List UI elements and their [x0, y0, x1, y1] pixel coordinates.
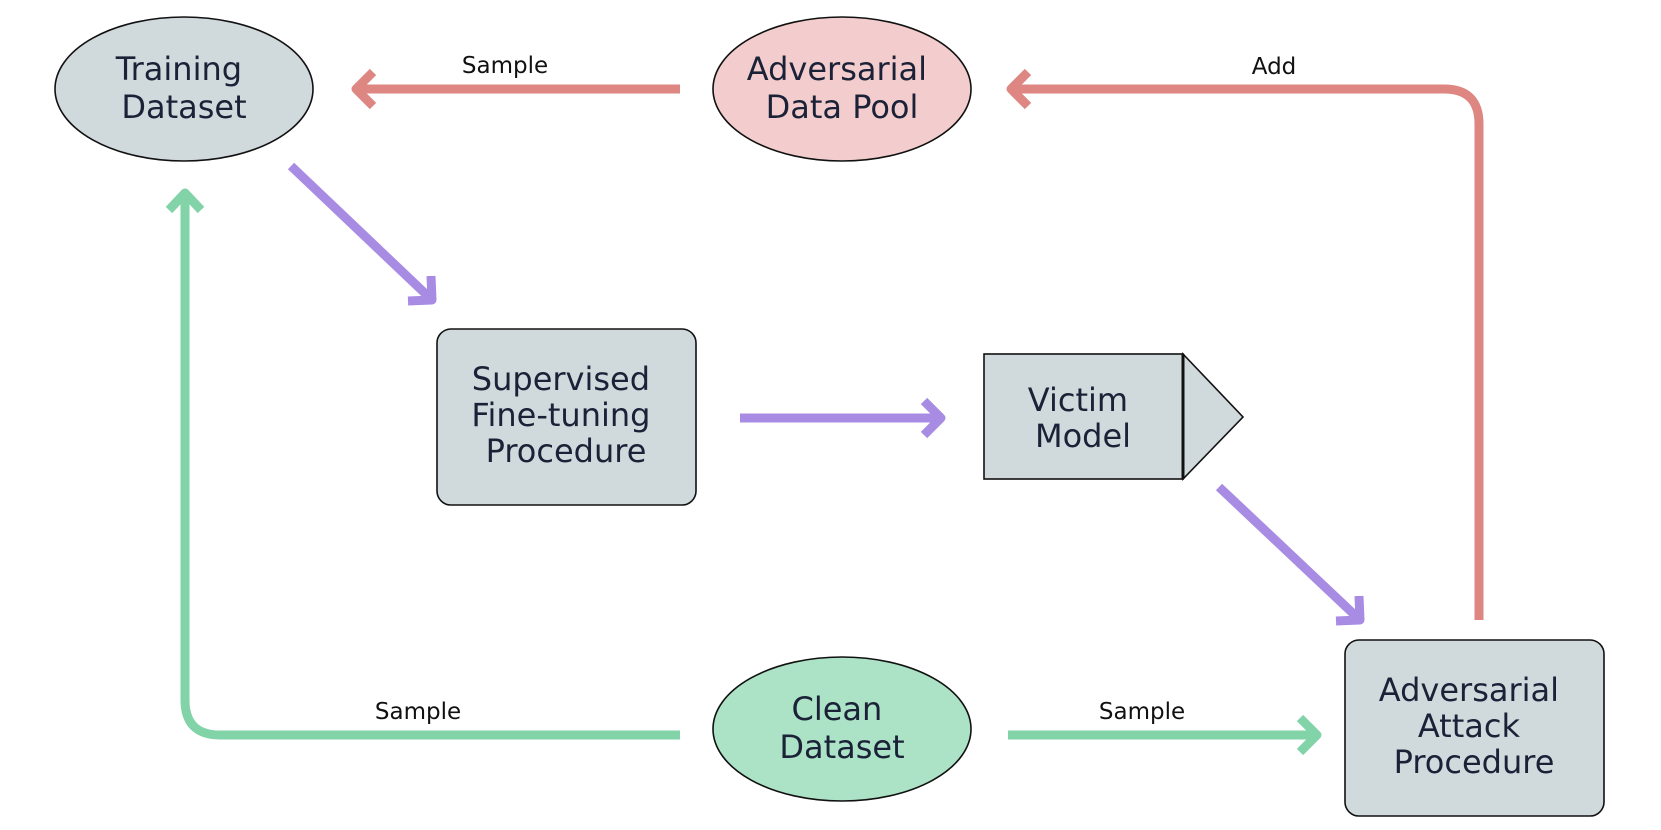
node-adversarial-attack-line1: Adversarial: [1379, 671, 1559, 709]
edge-pool-to-training: [351, 68, 680, 110]
edge-finetuning-to-victim: [740, 397, 946, 439]
node-adversarial-data-pool-line1: Adversarial: [747, 50, 927, 88]
node-victim-model-line1: Victim: [1028, 381, 1128, 419]
edge-clean-to-training: [165, 188, 680, 740]
node-adversarial-attack-line3: Procedure: [1394, 743, 1555, 781]
edge-training-to-finetuning-line: [287, 162, 436, 304]
node-clean-dataset-shape: [712, 656, 972, 802]
arrowhead-left-icon: [1006, 68, 1032, 110]
arrowhead-diagonal-icon: [407, 275, 437, 306]
edge-label-pool-to-training: Sample: [462, 53, 548, 79]
edge-attack-to-pool: [1006, 68, 1484, 620]
node-clean-dataset: Clean Dataset: [712, 656, 972, 802]
arrowhead-right-icon: [920, 397, 946, 439]
arrowhead-right-icon: [1296, 714, 1322, 756]
node-adversarial-data-pool-shape: [712, 16, 972, 162]
node-supervised-finetuning-label: Supervised Fine-tuning Procedure: [471, 360, 660, 470]
node-adversarial-data-pool-line2: Data Pool: [766, 88, 919, 126]
node-adversarial-attack: Adversarial Attack Procedure: [1344, 639, 1605, 817]
edge-clean-to-training-line: [180, 193, 680, 740]
node-training-dataset-line1: Training: [115, 50, 242, 88]
node-supervised-finetuning-line3: Procedure: [486, 432, 647, 470]
node-supervised-finetuning-shape: [436, 328, 697, 506]
node-training-dataset-label: Training Dataset: [115, 50, 252, 126]
node-supervised-finetuning-line2: Fine-tuning: [471, 396, 650, 434]
node-clean-dataset-label: Clean Dataset: [779, 690, 904, 766]
edge-label-clean-to-attack: Sample: [1099, 699, 1185, 725]
node-victim-model-line2: Model: [1035, 417, 1131, 455]
edge-attack-to-pool-line: [1011, 84, 1484, 620]
edge-label-clean-to-training: Sample: [375, 699, 461, 725]
node-adversarial-attack-shape: [1344, 639, 1605, 817]
edge-victim-to-attack-line: [1215, 483, 1364, 624]
node-victim-model: Victim Model: [983, 352, 1245, 481]
node-adversarial-data-pool-label: Adversarial Data Pool: [747, 50, 937, 126]
node-training-dataset-shape: [54, 16, 314, 162]
node-clean-dataset-line2: Dataset: [779, 728, 904, 766]
node-supervised-finetuning-line1: Supervised: [472, 360, 650, 398]
edge-label-attack-to-pool: Add: [1252, 54, 1297, 80]
node-adversarial-attack-label: Adversarial Attack Procedure: [1379, 671, 1569, 781]
node-adversarial-attack-line2: Attack: [1418, 707, 1521, 745]
node-training-dataset-line2: Dataset: [121, 88, 246, 126]
arrowhead-up-icon: [165, 188, 205, 214]
edge-clean-to-attack: [1008, 714, 1322, 756]
node-adversarial-data-pool: Adversarial Data Pool: [712, 16, 972, 162]
arrowhead-diagonal-icon: [1335, 595, 1365, 626]
edge-training-to-finetuning: [287, 162, 437, 306]
node-clean-dataset-line1: Clean: [792, 690, 883, 728]
node-training-dataset: Training Dataset: [54, 16, 314, 162]
node-victim-model-label: Victim Model: [1028, 381, 1138, 455]
arrowhead-left-icon: [351, 68, 377, 110]
node-supervised-finetuning: Supervised Fine-tuning Procedure: [436, 328, 697, 506]
edge-victim-to-attack: [1215, 483, 1365, 626]
play-triangle-icon: [1182, 352, 1245, 481]
